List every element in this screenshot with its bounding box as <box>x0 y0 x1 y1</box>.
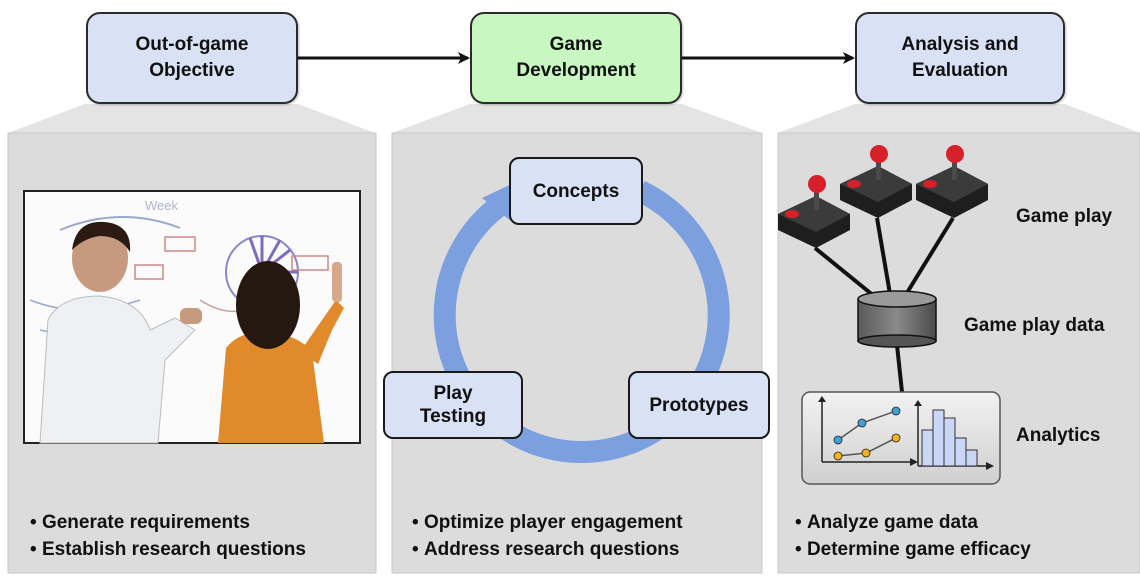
label-game-play: Game play <box>1016 206 1113 227</box>
panel-connector-analysis <box>778 104 1140 133</box>
bullet-item: Address research questions <box>412 536 683 563</box>
joystick-icon <box>778 145 988 248</box>
label-game-play-data: Game play data <box>964 315 1105 336</box>
cycle-box-prototypes: Prototypes <box>628 371 770 439</box>
cycle-box-concepts: Concepts <box>509 157 643 225</box>
panel-connector-objective <box>8 104 375 133</box>
database-icon <box>857 290 937 348</box>
bullet-item: Analyze game data <box>795 509 1031 536</box>
bullet-list-objective: Generate requirements Establish research… <box>30 509 306 563</box>
bullet-item: Optimize player engagement <box>412 509 683 536</box>
stage-box-analysis: Analysis and Evaluation <box>855 12 1065 104</box>
cycle-box-play-testing: Play Testing <box>383 371 523 439</box>
bullet-item: Generate requirements <box>30 509 306 536</box>
bullet-list-analysis: Analyze game data Determine game efficac… <box>795 509 1031 563</box>
bullet-item: Establish research questions <box>30 536 306 563</box>
stage-box-development: Game Development <box>470 12 682 104</box>
label-analytics: Analytics <box>1016 425 1101 446</box>
analytics-chart-icon <box>801 391 1001 485</box>
bullet-list-development: Optimize player engagement Address resea… <box>412 509 683 563</box>
whiteboard-discussion-photo: Week <box>23 190 361 444</box>
gameplay-connector-lines <box>813 216 955 393</box>
svg-text:Week: Week <box>145 198 178 213</box>
bullet-item: Determine game efficacy <box>795 536 1031 563</box>
stage-box-objective: Out-of-game Objective <box>86 12 298 104</box>
panel-connector-development <box>392 104 762 133</box>
